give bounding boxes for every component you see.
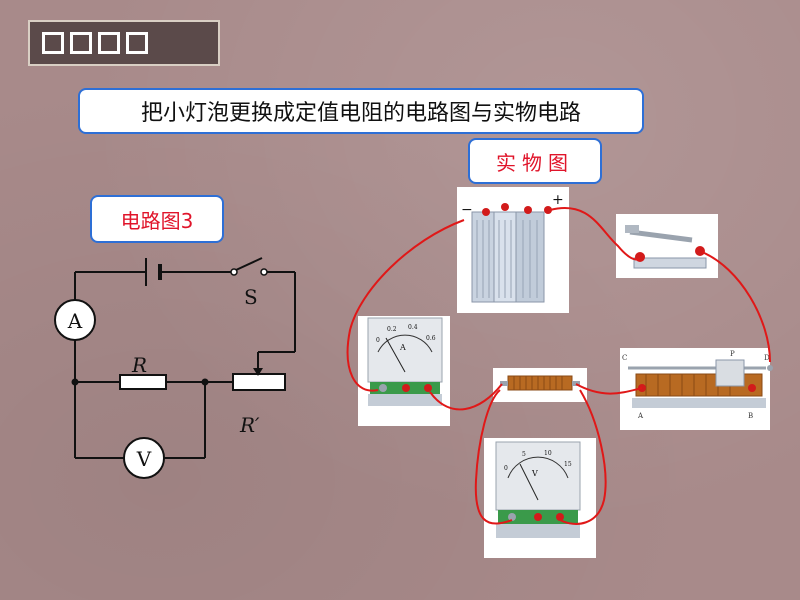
junction-dot-right xyxy=(201,378,209,386)
battery-plus-label: + xyxy=(552,192,564,208)
rheostat-terminal-c: C xyxy=(622,354,627,362)
title-text: 把小灯泡更换成定值电阻的电路图与实物电路 xyxy=(140,101,581,126)
rheostat-photo: C P D A B xyxy=(620,348,773,430)
voltmeter-scale-3: 15 xyxy=(564,461,572,468)
switch-left-contact xyxy=(230,268,238,276)
switch-label: S xyxy=(244,285,258,309)
rheostat-terminal-p: P xyxy=(730,350,735,358)
rheostat-slider-arrow xyxy=(253,368,263,376)
header-square-icon xyxy=(98,32,120,54)
ammeter-photo-letter: A xyxy=(399,343,406,352)
ammeter-symbol xyxy=(54,299,96,341)
photo-label-text: 实物图 xyxy=(496,150,574,175)
ammeter-symbol-label: A xyxy=(67,309,83,333)
header-square-icon xyxy=(70,32,92,54)
photo-wires xyxy=(346,207,771,525)
header-square-icon xyxy=(42,32,64,54)
resistor-symbol xyxy=(119,374,167,390)
header-bar xyxy=(28,20,220,66)
photo-label: 实物图 xyxy=(468,138,602,184)
voltmeter-symbol-label: V xyxy=(136,447,152,471)
diagram-label-text: 电路图3 xyxy=(120,208,194,233)
resistor-label: R xyxy=(131,353,147,377)
junction-dot-left xyxy=(71,378,79,386)
diagram-label: 电路图3 xyxy=(90,195,224,243)
rheostat-terminal-d: D xyxy=(764,354,770,362)
ammeter-photo: 0 0.2 0.4 0.6 A xyxy=(358,316,450,426)
voltmeter-photo: 0 5 10 15 V xyxy=(484,438,596,558)
voltmeter-symbol xyxy=(123,437,165,479)
ammeter-scale-3: 0.6 xyxy=(426,335,436,342)
battery-minus-label: − xyxy=(461,202,473,218)
switch-photo xyxy=(616,214,718,278)
voltmeter-scale-1: 5 xyxy=(522,451,526,458)
header-square-icon xyxy=(126,32,148,54)
switch-blade xyxy=(235,257,263,271)
switch-right-contact xyxy=(260,268,268,276)
ammeter-scale-1: 0.2 xyxy=(387,326,397,333)
voltmeter-scale-0: 0 xyxy=(504,465,508,472)
voltmeter-photo-letter: V xyxy=(531,469,538,478)
rheostat-terminal-a: A xyxy=(637,412,644,420)
voltmeter-scale-2: 10 xyxy=(544,450,552,457)
ammeter-scale-0: 0 xyxy=(376,337,380,344)
rheostat-terminal-b: B xyxy=(748,412,753,420)
resistor-photo xyxy=(493,368,587,402)
rheostat-label: R′ xyxy=(239,413,260,437)
title-box: 把小灯泡更换成定值电阻的电路图与实物电路 xyxy=(78,88,644,134)
ammeter-scale-2: 0.4 xyxy=(408,324,418,331)
circuit-wires xyxy=(74,271,296,459)
battery-pack-photo: − + xyxy=(457,187,569,313)
